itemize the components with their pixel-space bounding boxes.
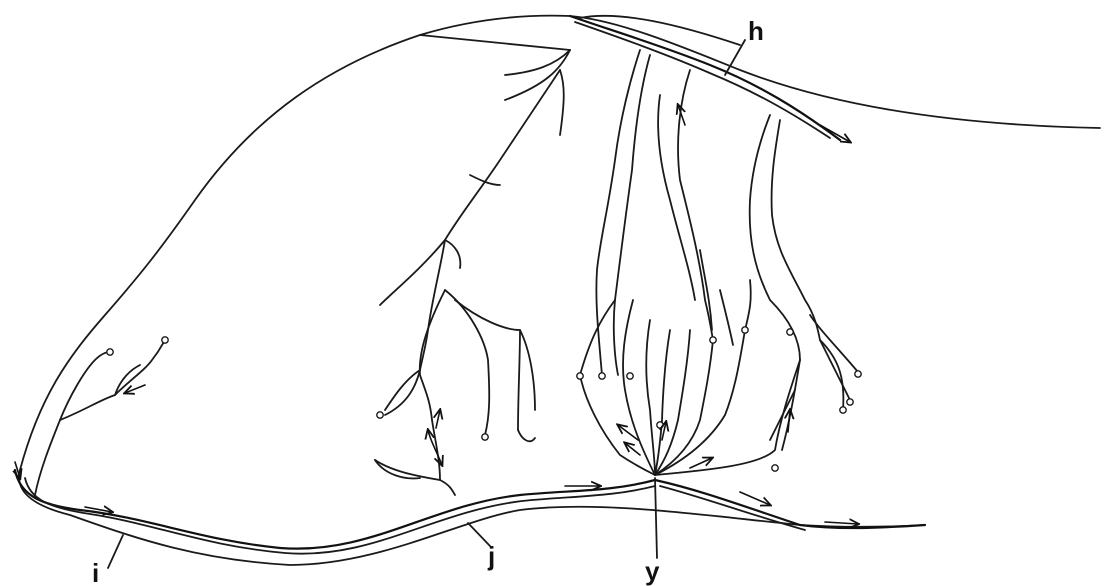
- label-y: y: [645, 556, 660, 586]
- label-leaders: [108, 40, 745, 568]
- endpoint-dots: [107, 327, 861, 471]
- labels: h i j y: [92, 16, 764, 586]
- central-branches: [375, 240, 535, 495]
- top-main-vessel: [570, 16, 840, 140]
- label-i: i: [92, 558, 99, 586]
- right-fan-branches: [580, 50, 858, 475]
- label-h: h: [748, 16, 764, 46]
- left-branches: [35, 340, 165, 495]
- body-outline: [19, 16, 1100, 565]
- label-j: j: [487, 541, 495, 571]
- upper-branches: [380, 35, 570, 305]
- flow-arrows: [15, 105, 858, 524]
